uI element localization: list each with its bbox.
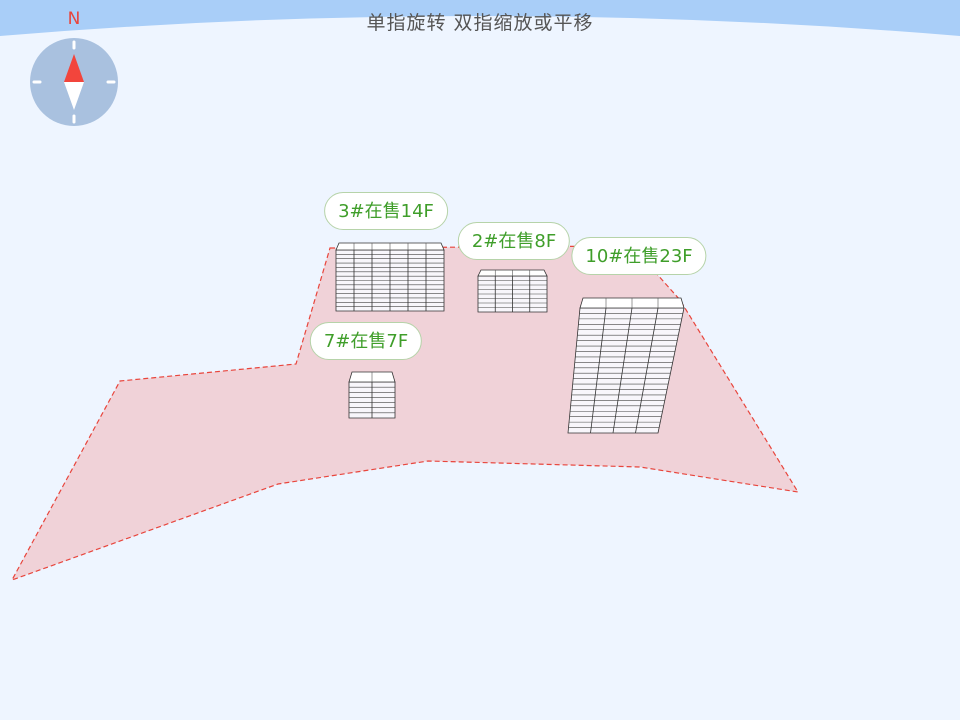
compass[interactable]: N <box>28 6 120 128</box>
column-line <box>612 307 633 434</box>
building-7[interactable] <box>348 371 396 419</box>
building-label-3[interactable]: 3#在售14F <box>324 192 448 230</box>
building-10[interactable] <box>567 297 685 434</box>
column-line <box>635 307 659 434</box>
sky-band <box>0 0 960 36</box>
building-label-7[interactable]: 7#在售7F <box>309 322 423 360</box>
column-line <box>590 307 607 434</box>
building-label-2[interactable]: 2#在售8F <box>457 222 571 260</box>
compass-needle-south <box>64 82 84 110</box>
compass-north-label: N <box>67 9 81 29</box>
gesture-hint: 单指旋转 双指缩放或平移 <box>366 12 594 34</box>
building-2[interactable] <box>477 269 548 313</box>
compass-needle-north <box>64 54 84 82</box>
building-label-10[interactable]: 10#在售23F <box>571 237 707 275</box>
compass-icon[interactable] <box>30 38 118 126</box>
building-3[interactable] <box>335 242 445 312</box>
